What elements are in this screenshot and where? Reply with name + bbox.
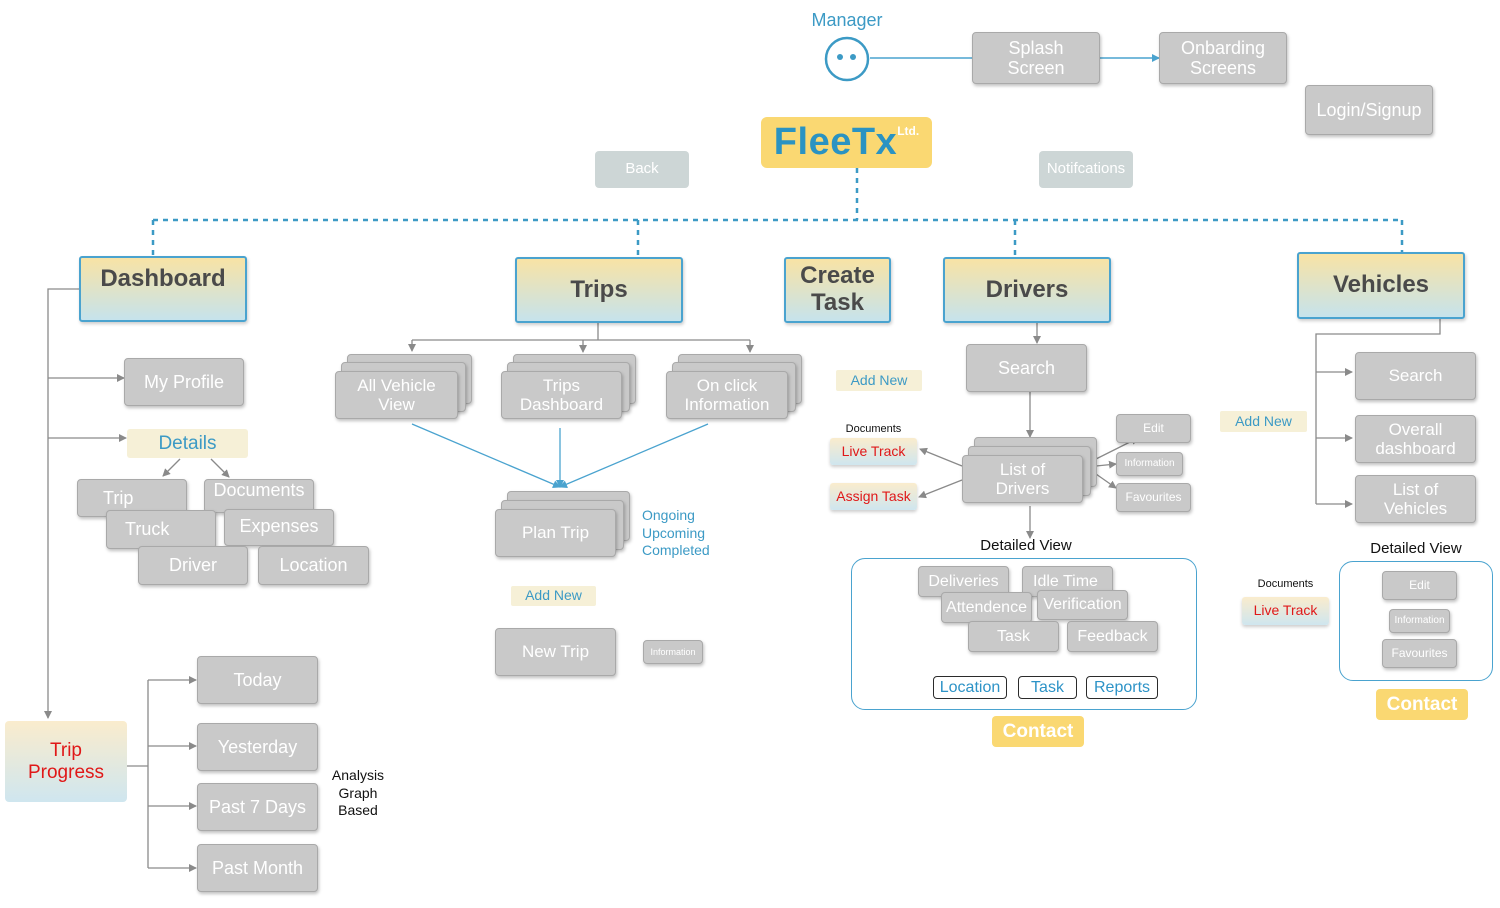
drivers-detailed-view-panel: [851, 558, 1197, 710]
attendence-node[interactable]: Attendence: [941, 592, 1032, 623]
login-signup-node[interactable]: Login/Signup: [1305, 85, 1433, 135]
drivers-information-node[interactable]: Information: [1116, 452, 1183, 476]
vehicles-information-node[interactable]: Information: [1389, 609, 1450, 633]
trips-information-node[interactable]: Information: [643, 640, 703, 664]
trips-node[interactable]: Trips: [515, 257, 683, 323]
documents-node[interactable]: Documents: [204, 479, 314, 513]
all-vehicle-view-node[interactable]: All Vehicle View: [335, 371, 458, 419]
drivers-search-node[interactable]: Search: [966, 344, 1087, 392]
drivers-contact-button[interactable]: Contact: [992, 716, 1084, 747]
list-of-vehicles-node[interactable]: List of Vehicles: [1355, 475, 1476, 523]
trips-dashboard-node[interactable]: Trips Dashboard: [501, 371, 622, 419]
vehicles-detailed-view-panel: [1339, 561, 1493, 681]
expenses-node[interactable]: Expenses: [224, 509, 334, 546]
details-node[interactable]: Details: [127, 429, 248, 458]
vehicles-search-node[interactable]: Search: [1355, 352, 1476, 400]
vehicles-detailed-view-label: Detailed View: [1370, 540, 1462, 557]
drivers-edit-node[interactable]: Edit: [1116, 414, 1191, 443]
past-month-node[interactable]: Past Month: [197, 844, 318, 892]
splash-screen-node[interactable]: Splash Screen: [972, 32, 1100, 84]
task-link[interactable]: Task: [1018, 676, 1077, 699]
location-node[interactable]: Location: [258, 546, 369, 585]
drivers-favourites-node[interactable]: Favourites: [1116, 483, 1191, 512]
dashboard-node[interactable]: Dashboard: [79, 256, 247, 322]
smiley-face-icon: [824, 36, 870, 82]
plan-trip-status-list: Ongoing Upcoming Completed: [642, 507, 710, 558]
driver-node[interactable]: Driver: [138, 546, 248, 585]
logo-text: FleeTx: [773, 121, 898, 164]
today-node[interactable]: Today: [197, 656, 318, 704]
feedback-node[interactable]: Feedback: [1067, 621, 1158, 652]
analysis-note: Analysis Graph Based: [331, 767, 385, 818]
reports-link[interactable]: Reports: [1086, 676, 1158, 699]
plan-trip-node[interactable]: Plan Trip: [495, 509, 616, 557]
trips-add-new-button[interactable]: Add New: [511, 586, 596, 606]
verification-node[interactable]: Verification: [1037, 590, 1128, 620]
create-task-add-new-button[interactable]: Add New: [836, 370, 922, 391]
vehicles-documents-label: Documents: [1257, 578, 1314, 590]
manager-label: Manager: [811, 10, 883, 30]
notifications-button[interactable]: Notifcations: [1039, 151, 1133, 188]
vehicles-add-new-button[interactable]: Add New: [1220, 411, 1307, 432]
drivers-documents-label: Documents: [845, 423, 902, 435]
truck-node[interactable]: Truck: [106, 510, 216, 549]
location-link[interactable]: Location: [933, 676, 1007, 699]
vehicles-live-track-button[interactable]: Live Track: [1242, 597, 1329, 625]
on-click-information-node[interactable]: On click Information: [666, 371, 788, 419]
deliveries-node[interactable]: Deliveries: [918, 566, 1009, 597]
new-trip-node[interactable]: New Trip: [495, 628, 616, 676]
task-node[interactable]: Task: [968, 621, 1059, 652]
onboarding-screens-node[interactable]: Onbarding Screens: [1159, 32, 1287, 84]
yesterday-node[interactable]: Yesterday: [197, 723, 318, 771]
vehicles-contact-button[interactable]: Contact: [1376, 689, 1468, 720]
past-7-days-node[interactable]: Past 7 Days: [197, 783, 318, 831]
drivers-assign-task-button[interactable]: Assign Task: [830, 483, 917, 510]
logo-suffix: Ltd.: [897, 124, 920, 138]
drivers-live-track-button[interactable]: Live Track: [830, 438, 917, 465]
create-task-node[interactable]: Create Task: [784, 257, 891, 323]
vehicles-edit-node[interactable]: Edit: [1382, 571, 1457, 600]
list-of-drivers-node[interactable]: List of Drivers: [962, 455, 1083, 503]
drivers-detailed-view-label: Detailed View: [980, 537, 1072, 554]
overall-dashboard-node[interactable]: Overall dashboard: [1355, 415, 1476, 463]
back-button[interactable]: Back: [595, 151, 689, 188]
trip-progress-node[interactable]: Trip Progress: [5, 721, 127, 802]
drivers-node[interactable]: Drivers: [943, 257, 1111, 323]
vehicles-node[interactable]: Vehicles: [1297, 252, 1465, 319]
my-profile-node[interactable]: My Profile: [124, 358, 244, 406]
vehicles-favourites-node[interactable]: Favourites: [1382, 639, 1457, 668]
fleetx-logo: FleeTx Ltd.: [761, 117, 932, 168]
